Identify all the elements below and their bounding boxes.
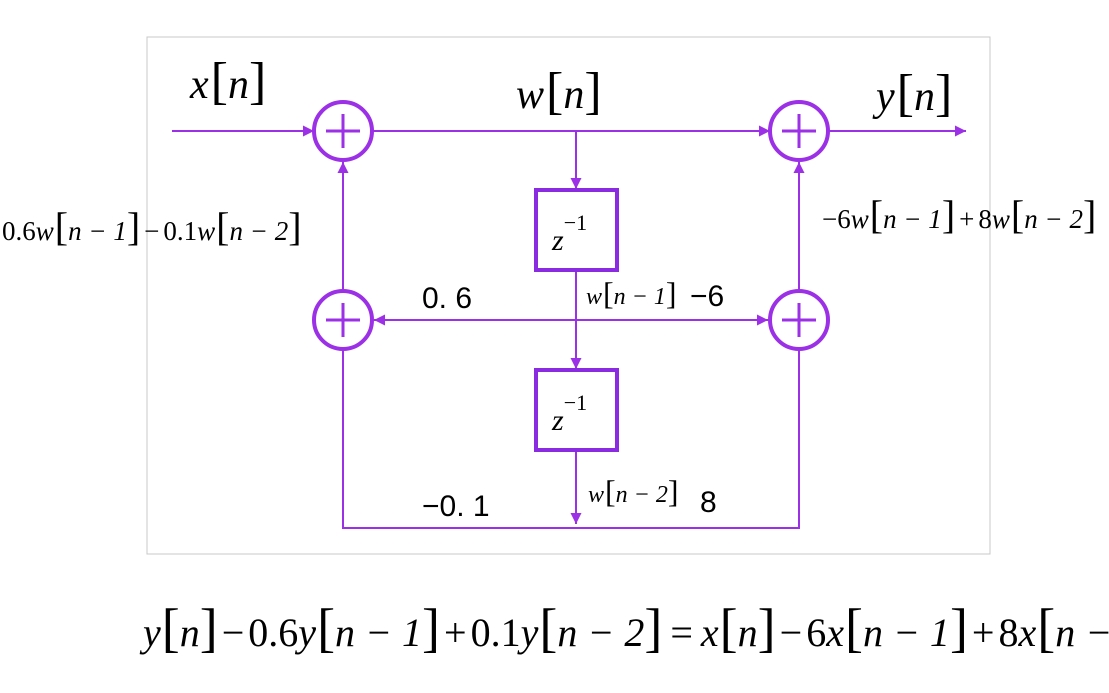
tap1-label: w[n − 1] [586,275,677,311]
adder-top-left [312,100,374,162]
output-signal-label: y[n] [872,65,952,122]
right-sum-label: −6w[n − 1]+8w[n − 2] [822,192,1096,237]
adder-middle-left [312,289,374,351]
difference-equation: y[n]−0.6y[n − 1]+0.1y[n − 2]=x[n]−6x[n −… [139,598,1109,658]
tap2-label: w[n − 2] [588,473,679,509]
tap2-loop-wire [342,350,800,529]
coefficient-feedforward-1: −6 [690,280,724,313]
delay-2-exponent: −1 [564,390,587,415]
coefficient-feedback-1: 0. 6 [422,282,472,315]
delay-box-1: z−1 [534,188,619,272]
coefficient-feedback-2: −0. 1 [422,490,490,523]
delay-1-base: z [551,224,564,257]
delay-1-exponent: −1 [564,210,587,235]
state-signal-label: w[n] [516,63,602,120]
adder-top-right [768,100,830,162]
delay-box-2: z−1 [534,368,619,452]
adder-middle-right [768,289,830,351]
coefficient-feedforward-2: 8 [700,486,717,519]
diagram-frame [146,36,991,555]
delay-2-base: z [551,404,564,437]
svg-text:z−1: z−1 [551,390,587,437]
svg-text:z−1: z−1 [551,210,587,257]
input-signal-label: x[n] [189,53,266,110]
left-sum-label: 0.6w[n − 1]−0.1w[n − 2] [2,204,302,249]
